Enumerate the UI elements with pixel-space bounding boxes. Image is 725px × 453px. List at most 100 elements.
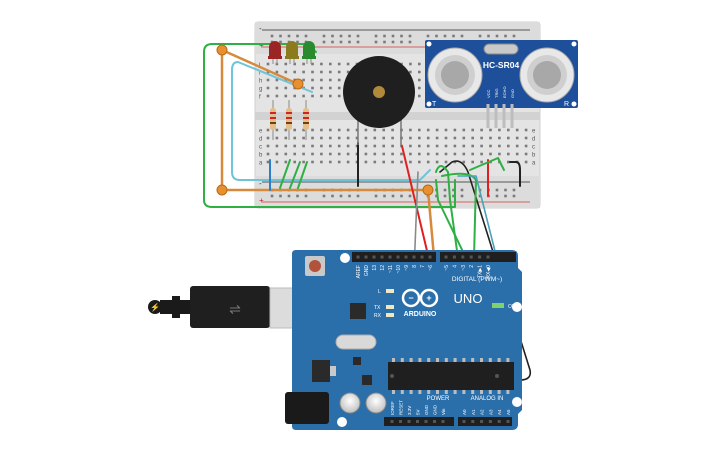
row-letter: a — [532, 161, 536, 167]
hole — [391, 152, 394, 156]
rail-hole — [356, 40, 360, 44]
hole — [453, 152, 457, 156]
header-pin[interactable] — [396, 255, 400, 259]
sensor-pin — [502, 104, 506, 128]
hole — [453, 128, 457, 132]
hole — [311, 160, 314, 164]
hole — [426, 128, 430, 132]
header-pin[interactable] — [424, 420, 428, 423]
resistor-3[interactable] — [303, 100, 309, 140]
header-pin[interactable] — [433, 420, 436, 423]
hole — [293, 136, 296, 140]
rail-hole — [487, 34, 490, 38]
header-pin[interactable] — [452, 255, 456, 259]
header-pin[interactable] — [388, 255, 392, 259]
header-pin[interactable] — [441, 420, 445, 423]
hole — [507, 160, 510, 164]
mount-hole — [426, 41, 432, 47]
rail-hole — [304, 34, 308, 38]
atmega-chip — [388, 362, 514, 390]
dc-power-jack[interactable] — [285, 392, 329, 424]
wire-joint-3[interactable] — [292, 78, 304, 90]
header-pin[interactable] — [462, 420, 466, 423]
header-pin[interactable] — [497, 420, 501, 423]
hole — [302, 78, 305, 82]
hole — [293, 160, 296, 164]
digital-pin-label: ~10 — [396, 265, 402, 274]
rail-hole — [356, 34, 360, 38]
header-pin[interactable] — [471, 420, 475, 423]
header-pin[interactable] — [488, 420, 492, 423]
digital-pin-label: 2 — [469, 265, 475, 268]
rail-hole — [435, 34, 438, 38]
wire-joint-2[interactable] — [216, 184, 228, 196]
header-pin[interactable] — [469, 255, 473, 259]
hole — [337, 144, 341, 148]
hole — [275, 128, 279, 132]
reset-button[interactable] — [309, 260, 321, 272]
resistor-2[interactable] — [286, 100, 292, 140]
rail-hole — [374, 194, 378, 198]
header-pin[interactable] — [461, 255, 465, 259]
rail-hole — [279, 34, 282, 38]
digital-pin-label: ~11 — [388, 265, 394, 273]
resistor-1[interactable] — [270, 100, 276, 140]
header-pin[interactable] — [416, 420, 419, 423]
rail-hole — [504, 34, 507, 38]
wire-joint-1[interactable] — [216, 44, 228, 56]
hole — [302, 70, 305, 74]
header-pin[interactable] — [364, 255, 368, 259]
header-pin[interactable] — [407, 420, 411, 423]
header-pin[interactable] — [380, 255, 384, 259]
header-pin[interactable] — [404, 255, 408, 259]
header-pin[interactable] — [399, 420, 402, 423]
led-red[interactable] — [268, 41, 282, 64]
header-pin[interactable] — [420, 255, 424, 259]
svg-text:L: L — [378, 289, 381, 295]
power-pin-label: 5V — [416, 409, 421, 415]
sensor-pin — [494, 104, 498, 128]
led-green[interactable] — [302, 41, 316, 64]
hole — [507, 136, 510, 140]
hole — [329, 136, 332, 140]
rail-hole — [296, 194, 299, 198]
digital-pin-label: 8 — [412, 265, 418, 268]
header-pin[interactable] — [444, 255, 448, 259]
hole — [320, 152, 323, 156]
hole — [302, 144, 305, 148]
hole — [418, 136, 421, 140]
digital-header-right — [440, 252, 516, 262]
header-pin[interactable] — [506, 420, 510, 423]
hole — [346, 152, 350, 156]
buzzer-hole — [373, 86, 385, 98]
header-pin[interactable] — [372, 255, 376, 259]
rail-hole — [452, 34, 455, 38]
hole — [498, 128, 501, 132]
header-pin[interactable] — [390, 420, 394, 423]
capacitor-2 — [365, 392, 387, 414]
header-pin[interactable] — [356, 255, 360, 259]
header-pin[interactable] — [428, 255, 432, 259]
rail-hole — [452, 188, 455, 192]
hole — [382, 160, 385, 164]
led-yellow[interactable] — [285, 41, 299, 64]
wire-joint-4[interactable] — [422, 184, 434, 196]
piezo-buzzer[interactable] — [343, 56, 415, 145]
transducer-right — [519, 47, 575, 103]
hole — [462, 128, 466, 132]
usb-chip — [350, 303, 366, 319]
rail-hole — [443, 188, 447, 192]
header-pin[interactable] — [486, 255, 490, 259]
rail-hole — [452, 194, 455, 198]
hole — [329, 94, 332, 98]
hole — [337, 94, 341, 98]
header-pin[interactable] — [478, 255, 482, 259]
row-letter: c — [259, 145, 262, 151]
svg-text:TX: TX — [374, 305, 381, 311]
wire-green-loop — [203, 43, 456, 208]
header-pin[interactable] — [480, 420, 484, 423]
header-pin[interactable] — [412, 255, 416, 259]
hole — [275, 136, 279, 140]
